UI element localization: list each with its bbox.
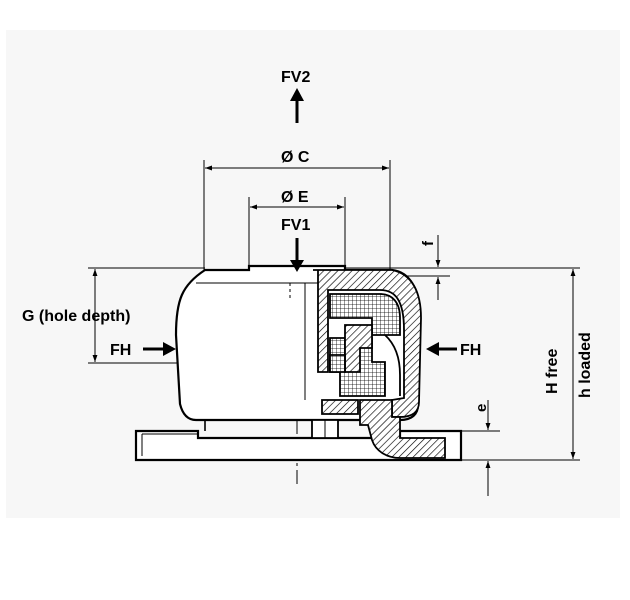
label-fh-left: FH	[110, 342, 131, 359]
label-diameter-e: Ø E	[281, 189, 309, 206]
section-view	[311, 269, 446, 459]
label-fh-right: FH	[460, 342, 481, 359]
center-bore	[289, 283, 306, 400]
label-g-hole-depth: G (hole depth)	[22, 308, 130, 325]
label-fv1: FV1	[281, 217, 310, 234]
label-f: f	[420, 240, 437, 246]
label-e: e	[473, 404, 490, 412]
label-diameter-c: Ø C	[281, 149, 310, 166]
label-fv2: FV2	[281, 69, 310, 86]
dimension-arrows	[92, 165, 576, 496]
force-arrows	[143, 88, 457, 356]
label-h-loaded: h loaded	[577, 332, 594, 398]
label-h-free: H free	[544, 349, 561, 394]
dimension-lines	[88, 160, 580, 461]
